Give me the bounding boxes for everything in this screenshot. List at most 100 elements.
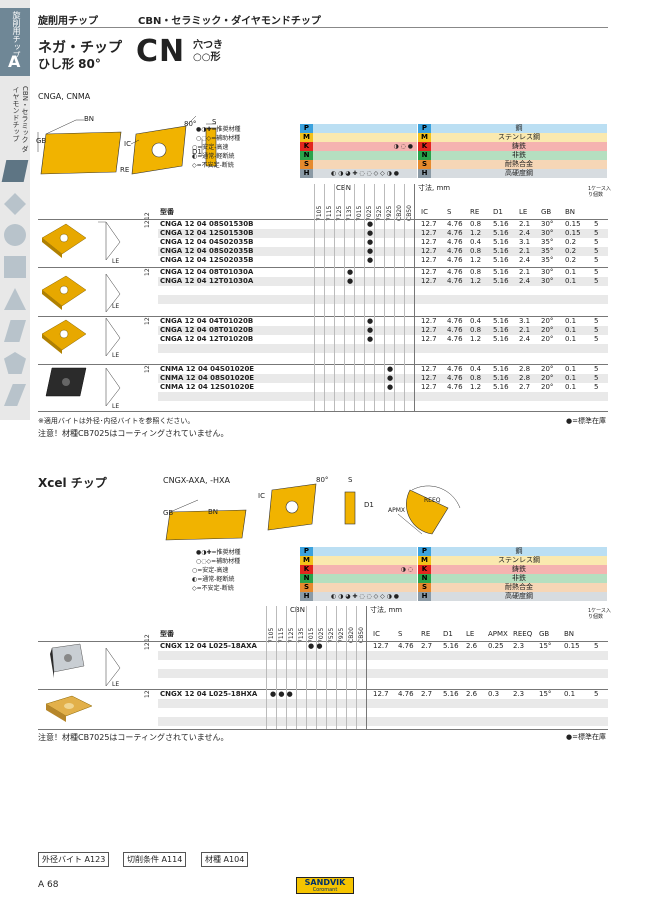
material-name: 鋳鉄 (512, 142, 526, 150)
dim-bn: 0.15 (565, 229, 581, 237)
page-number: A 68 (38, 880, 59, 890)
label-s: S (212, 118, 217, 126)
insert-image-cnga-t-a (41, 273, 121, 313)
grade-column-header: 7105 (268, 627, 275, 643)
dim-ic: 12.7 (421, 268, 437, 276)
dim-column-header: BN (565, 208, 576, 216)
material-name-bar (431, 574, 607, 583)
dim-column-header: LE (519, 208, 528, 216)
grade-col-line (296, 606, 297, 730)
group-side-label: 12 (144, 317, 151, 325)
material-name-bar (431, 565, 607, 574)
grade-column-header: 7925 (386, 205, 393, 221)
label-reeq: REEQ (424, 497, 441, 504)
model-code: CNGA 12 04 12T01030A (160, 277, 254, 285)
row-stripe (158, 374, 608, 383)
sidebar-tab[interactable]: 旋削用チップ (0, 8, 30, 76)
material-code-left: H (300, 592, 313, 601)
material-name-bar (431, 592, 607, 601)
dim-gb: 20° (541, 383, 554, 391)
material-bar (313, 133, 417, 142)
shape-nav-triangle-icon[interactable] (4, 288, 26, 310)
label-ic-2: IC (258, 492, 265, 500)
dim-ic: 12.7 (421, 229, 437, 237)
dim-re: 0.4 (470, 317, 482, 325)
pack-qty: 5 (594, 238, 599, 246)
material-code-right: K (418, 142, 431, 151)
shape-nav-rhombic-80-icon[interactable] (1, 160, 29, 182)
row-stripe (158, 326, 608, 335)
grade-marks: ● ● ● (270, 690, 293, 698)
dim-le: 3.1 (519, 317, 531, 325)
model-code: CNGA 12 04 12S01530B (160, 229, 254, 237)
dim-re: 0.8 (470, 220, 482, 228)
grade-col-line (316, 606, 317, 730)
sidebar-sub-label: CBN・セラミック ダイヤモンドチップ (12, 86, 29, 153)
ref-grades-link[interactable]: 材種 A104 (201, 852, 249, 867)
dim-apmx: 0.3 (488, 690, 500, 698)
stock-note-1: ●=標準在庫 (566, 417, 606, 425)
shape-nav-rhombic-55-icon[interactable] (4, 193, 26, 215)
grade-mark: ● (367, 229, 374, 237)
grade-column-header: 7025 (366, 205, 373, 221)
sidebar-tab-label: 旋削用チップ (12, 11, 21, 59)
model-column-header: 型番 (160, 630, 174, 638)
pack-qty: 5 (594, 690, 599, 698)
dim-bn: 0.15 (565, 220, 581, 228)
model-code: CNGA 12 04 08T01020B (160, 326, 254, 334)
dim-s: 4.76 (447, 374, 463, 382)
dim-bn: 0.2 (565, 238, 577, 246)
dim-ic: 12.7 (421, 277, 437, 285)
material-code-right: H (418, 169, 431, 178)
grade-col-line (354, 184, 355, 412)
material-name-bar (431, 151, 607, 160)
shape-name: ネガ・チップ (38, 40, 122, 56)
dim-d1: 5.16 (493, 268, 509, 276)
grade-col-line (334, 184, 335, 412)
shape-nav-square-icon[interactable] (4, 256, 26, 278)
material-bar (313, 556, 417, 565)
table-bottom (38, 411, 608, 412)
ref-external-holder-link[interactable]: 外径バイト A123 (38, 852, 110, 867)
dim-s: 4.76 (447, 238, 463, 246)
shape-nav-trigon-icon[interactable] (4, 352, 26, 374)
dim-re: 0.8 (470, 374, 482, 382)
shape-nav-parallelogram-icon[interactable] (4, 384, 26, 406)
dim-ic: 12.7 (421, 335, 437, 343)
dim-d1: 5.16 (443, 690, 459, 698)
grade-col-line (266, 606, 267, 730)
material-bar (313, 592, 417, 601)
pack-qty: 5 (594, 268, 599, 276)
grade-col-line (276, 606, 277, 730)
grade-col-line (374, 184, 375, 412)
dim-gb: 15° (539, 690, 552, 698)
grade-mark: ● (367, 238, 374, 246)
dim-le: 2.8 (519, 374, 531, 382)
dim-bn: 0.1 (565, 365, 577, 373)
dim-column-header: GB (541, 208, 552, 216)
material-bar (313, 142, 417, 151)
shape-nav-round-icon[interactable] (4, 224, 26, 246)
material-bar (313, 547, 417, 556)
grade-group-label: CBN (290, 606, 305, 614)
material-name: 鋼 (515, 124, 523, 132)
pack-header: 1ケース入り個数 (588, 186, 611, 198)
dim-bn: 0.1 (564, 690, 576, 698)
dim-d1: 5.16 (493, 277, 509, 285)
group-divider (38, 219, 608, 220)
dim-d1: 5.16 (493, 317, 509, 325)
grade-mark: ● (367, 317, 374, 325)
dim-column-header: D1 (493, 208, 503, 216)
pack-header: 1ケース入り個数 (588, 608, 611, 620)
ref-cutting-conditions-link[interactable]: 切削条件 A114 (123, 852, 187, 867)
dim-re: 0.8 (470, 326, 482, 334)
dim-ic: 12.7 (421, 220, 437, 228)
le-label-2: LE (112, 303, 120, 310)
material-code-left: P (300, 547, 313, 556)
shape-nav-rhombic-35-icon[interactable] (4, 320, 26, 342)
grade-dims-divider (366, 606, 367, 730)
material-bar (313, 574, 417, 583)
group-divider (38, 316, 608, 317)
dim-reeq: 2.3 (513, 642, 525, 650)
dim-s: 4.76 (447, 277, 463, 285)
